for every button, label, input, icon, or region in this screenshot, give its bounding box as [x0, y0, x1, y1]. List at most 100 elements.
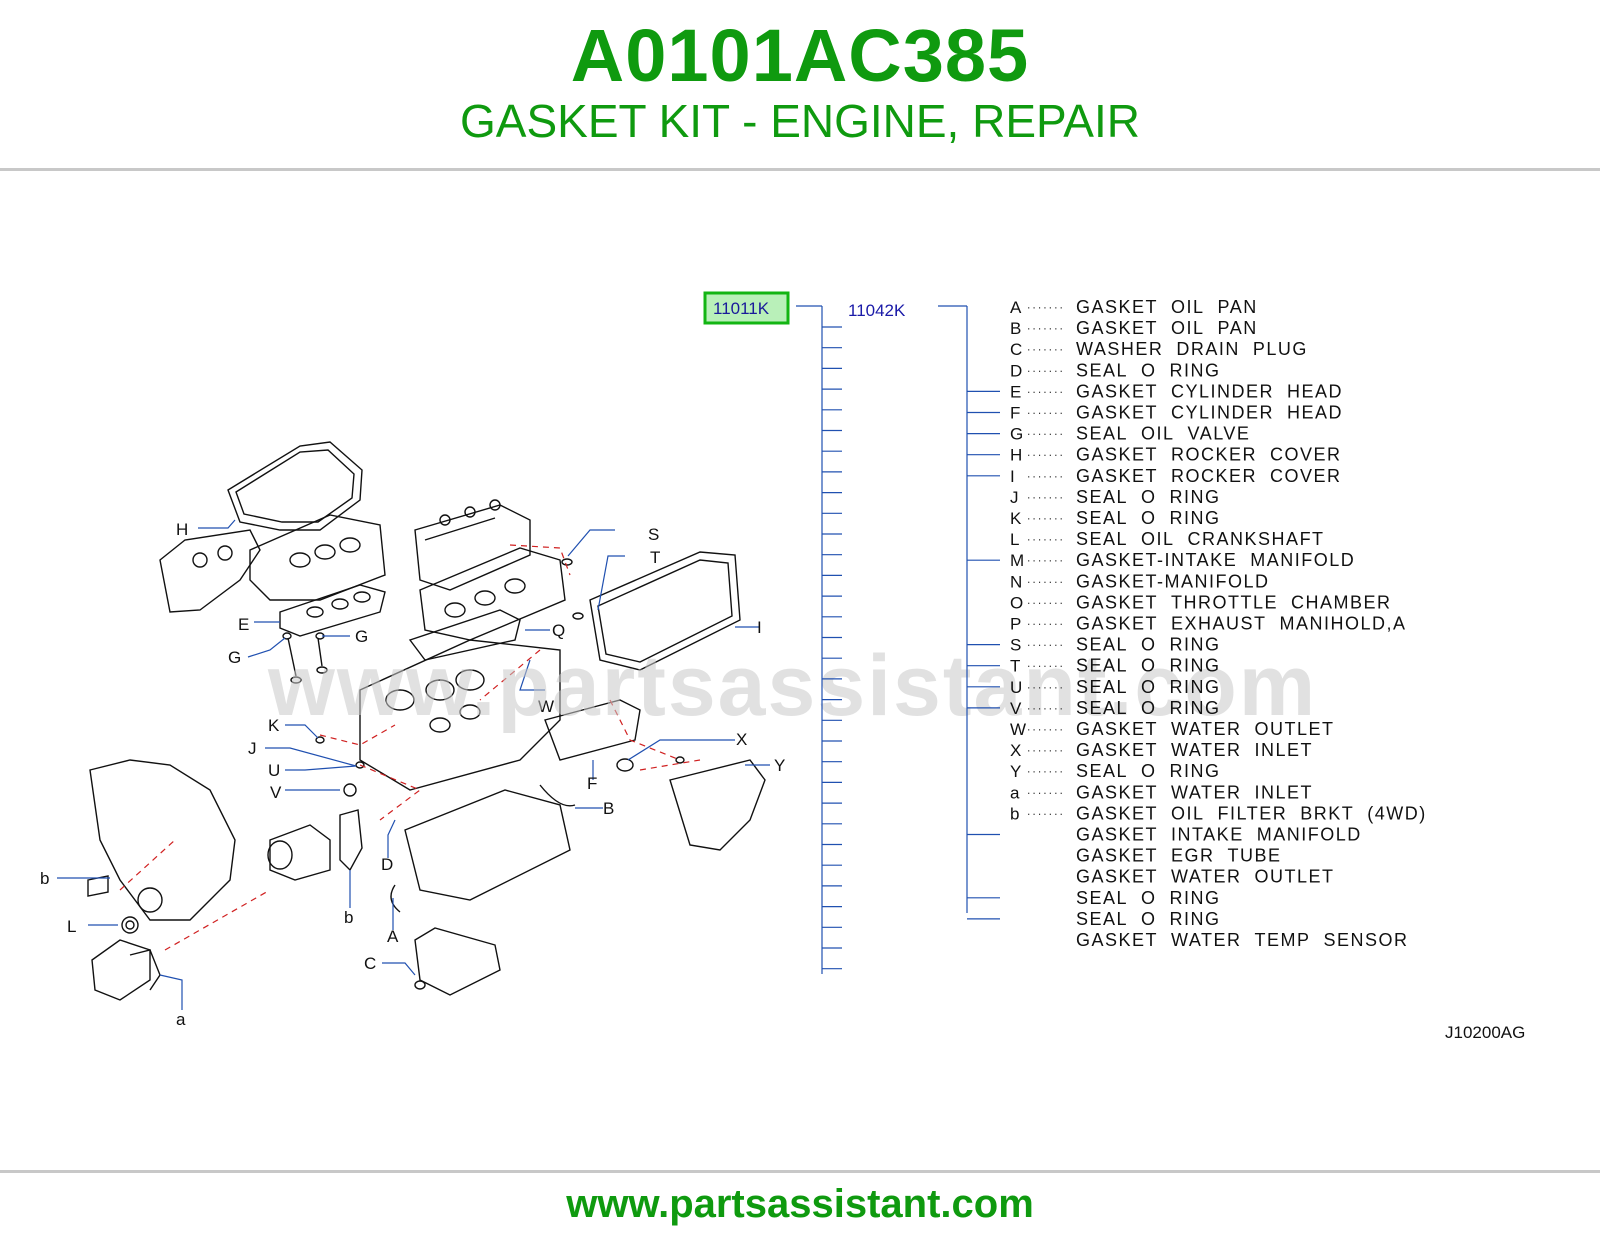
callout-V: V [270, 783, 282, 802]
callout-A: A [387, 927, 399, 946]
leader-dots: ······· [1026, 642, 1064, 652]
callout-b: b [40, 869, 49, 888]
part-description: SEAL O RING [1076, 635, 1221, 655]
part-description: GASKET EXHAUST MANIHOLD,A [1076, 614, 1407, 634]
part-row[interactable]: X ······· GASKET WATER INLET [1010, 740, 1313, 760]
part-code: J [1010, 488, 1019, 507]
callout-W: W [538, 697, 554, 716]
leader-dots: ······· [1026, 578, 1064, 588]
leader-dots: ······· [1026, 789, 1064, 799]
leader-dots: ······· [1026, 621, 1064, 631]
part-row[interactable]: A ······· GASKET OIL PAN [1010, 297, 1258, 317]
part-row[interactable]: L·······SEAL OIL CRANKSHAFT [1010, 529, 1325, 549]
part-row[interactable]: GASKET EGR TUBE [1076, 846, 1282, 866]
leader-dots: ······· [1026, 452, 1064, 462]
part-row[interactable]: V·······SEAL O RING [1010, 698, 1221, 718]
part-description: GASKET WATER OUTLET [1076, 719, 1335, 739]
leader-dots: ······· [1026, 473, 1064, 483]
part-row[interactable]: G·······SEAL OIL VALVE [1010, 424, 1250, 444]
part-code: b [1010, 804, 1019, 823]
part-row[interactable]: N·······GASKET-MANIFOLD [1010, 571, 1270, 591]
part-row[interactable]: M·······GASKET-INTAKE MANIFOLD [1010, 550, 1355, 570]
part-code: A [1010, 298, 1022, 317]
part-description: GASKET EGR TUBE [1076, 846, 1282, 866]
part-row[interactable]: Y·······SEAL O RING [1010, 761, 1221, 781]
part-row[interactable]: O·······GASKET THROTTLE CHAMBER [1010, 592, 1392, 612]
leader-dots: ······· [1026, 663, 1064, 673]
part-description: GASKET-MANIFOLD [1076, 571, 1270, 591]
part-row[interactable]: P ······· GASKET EXHAUST MANIHOLD,A [1010, 614, 1407, 634]
part-code: P [1010, 615, 1021, 634]
leader-dots: ······· [1026, 768, 1064, 778]
leader-dots: ······· [1026, 747, 1064, 757]
leader-dots: ······· [1026, 388, 1064, 398]
part-code: G [1010, 425, 1023, 444]
part-description: GASKET WATER TEMP SENSOR [1076, 930, 1409, 950]
top-divider [0, 168, 1600, 171]
callout-X: X [736, 730, 747, 749]
part-row[interactable]: I·······GASKET ROCKER COVER [1010, 466, 1342, 486]
part-description: GASKET-INTAKE MANIFOLD [1076, 550, 1355, 570]
part-description: GASKET INTAKE MANIFOLD [1076, 825, 1362, 845]
part-code: W [1010, 720, 1026, 739]
part-code: E [1010, 382, 1021, 401]
part-row[interactable]: F·······GASKET CYLINDER HEAD [1010, 403, 1343, 423]
part-row[interactable]: b ······· GASKET OIL FILTER BRKT (4WD) [1010, 803, 1427, 823]
right-tree-ticks [967, 390, 1000, 920]
part-row[interactable]: SEAL O RING [1076, 909, 1221, 929]
root-code-highlight [703, 291, 790, 325]
callout-T: T [650, 548, 660, 567]
callout-Q: Q [552, 621, 565, 640]
callout-leaders [57, 519, 770, 1010]
leader-dots: ······· [1026, 410, 1064, 420]
callout-K: K [268, 716, 280, 735]
part-row[interactable]: D·······SEAL O RING [1010, 360, 1221, 380]
sub-code[interactable]: 11042K [848, 301, 906, 320]
part-row[interactable]: T·······SEAL O RING [1010, 656, 1221, 676]
leader-dots: ······· [1026, 810, 1064, 820]
footer-url[interactable]: www.partsassistant.com [566, 1182, 1034, 1226]
watermark: www.partsassistant.com [267, 638, 1317, 734]
part-row[interactable]: SEAL O RING [1076, 888, 1221, 908]
callout-Y: Y [774, 756, 785, 775]
leader-dots: ······· [1026, 494, 1064, 504]
part-row[interactable]: GASKET INTAKE MANIFOLD [1076, 825, 1362, 845]
part-code: S [1010, 636, 1021, 655]
part-row[interactable]: S ······· SEAL O RING [1010, 635, 1221, 655]
part-description: GASKET WATER INLET [1076, 740, 1313, 760]
part-code: F [1010, 404, 1020, 423]
leader-dots: ······· [1026, 431, 1064, 441]
part-code: L [1010, 530, 1019, 549]
part-row[interactable]: GASKET WATER OUTLET [1076, 867, 1335, 887]
part-code: X [1010, 741, 1021, 760]
part-row[interactable]: C·······WASHER DRAIN PLUG [1010, 339, 1308, 359]
part-row[interactable]: W·······GASKET WATER OUTLET [1010, 719, 1335, 739]
callout-C: C [364, 954, 376, 973]
part-row[interactable]: a·······GASKET WATER INLET [1010, 782, 1313, 802]
part-description: GASKET ROCKER COVER [1076, 445, 1342, 465]
callout-G: G [228, 648, 241, 667]
part-description: GASKET WATER INLET [1076, 782, 1313, 802]
part-row[interactable]: J·······SEAL O RING [1010, 487, 1221, 507]
part-description: SEAL O RING [1076, 888, 1221, 908]
part-description: GASKET ROCKER COVER [1076, 466, 1342, 486]
part-row[interactable]: B·······GASKET OIL PAN [1010, 318, 1258, 338]
part-description: GASKET OIL FILTER BRKT (4WD) [1076, 803, 1427, 823]
part-description: SEAL O RING [1076, 909, 1221, 929]
leader-dots: ······· [1026, 599, 1064, 609]
part-description: GASKET OIL PAN [1076, 297, 1258, 317]
part-description: SEAL O RING [1076, 677, 1221, 697]
part-row[interactable]: GASKET WATER TEMP SENSOR [1076, 930, 1409, 950]
callout-a: a [176, 1010, 186, 1029]
root-code[interactable]: 11011K [713, 299, 770, 318]
callout-H: H [176, 520, 188, 539]
leader-dots: ······· [1026, 304, 1064, 314]
part-code: Y [1010, 762, 1021, 781]
part-row[interactable]: H·······GASKET ROCKER COVER [1010, 445, 1342, 465]
callout-b: b [344, 908, 353, 927]
part-row[interactable]: K·······SEAL O RING [1010, 508, 1221, 528]
part-row[interactable]: U·······SEAL O RING [1010, 677, 1221, 697]
part-code: D [1010, 361, 1022, 380]
part-code: K [1010, 509, 1022, 528]
part-row[interactable]: E·······GASKET CYLINDER HEAD [1010, 381, 1343, 401]
